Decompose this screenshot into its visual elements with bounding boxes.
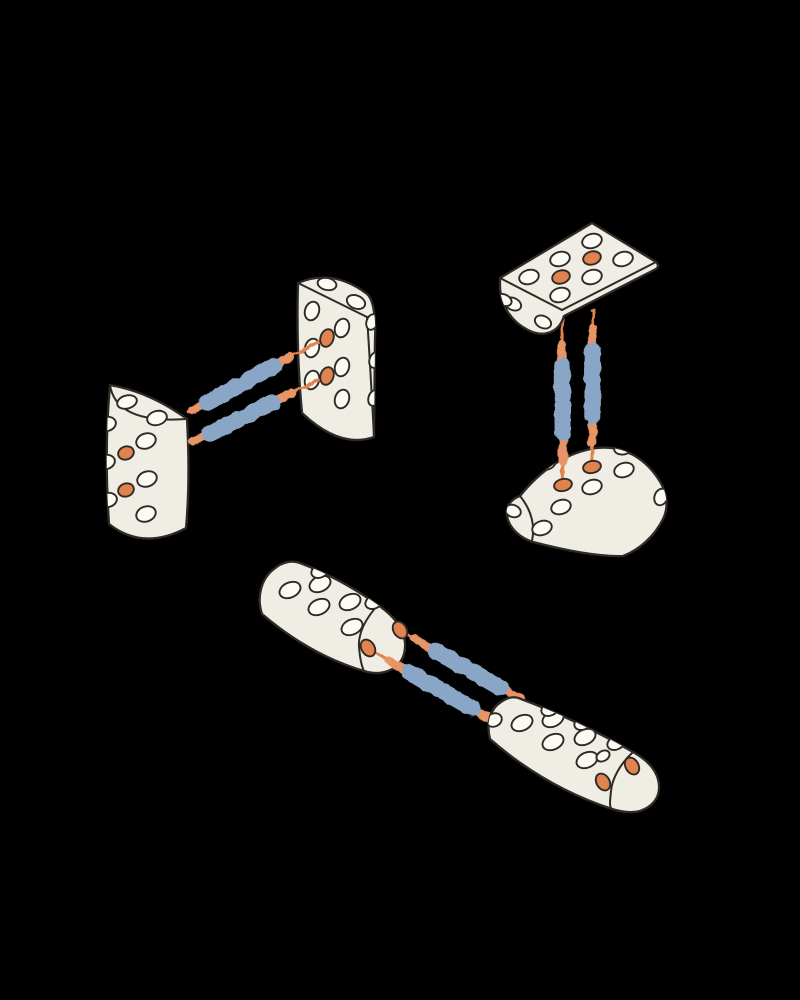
- orange-spot: [551, 269, 571, 285]
- connector-sleeve: [553, 357, 571, 404]
- half-cylinder-left: [105, 383, 190, 540]
- connector-sleeve: [464, 664, 510, 697]
- hole-spot: [333, 388, 351, 410]
- hole-spot: [278, 580, 302, 600]
- hole-spot: [550, 498, 572, 516]
- hole-spot: [613, 461, 635, 479]
- hole-spot: [541, 732, 565, 752]
- connector-port: [319, 328, 335, 348]
- long-half-cylinder-lower: [487, 696, 661, 814]
- hole-spot: [146, 409, 168, 427]
- cap-rim-line: [109, 384, 188, 421]
- group-bottom-pair: [258, 560, 661, 814]
- connector-port: [553, 477, 573, 493]
- connector: [584, 308, 602, 462]
- connector: [553, 316, 571, 480]
- connector-sleeve: [201, 411, 247, 442]
- hole-spot-edge: [367, 389, 376, 407]
- half-cylinder-right: [296, 276, 377, 442]
- group-left-pair: [105, 276, 377, 540]
- connector-sleeve: [436, 684, 481, 717]
- hole-spot-edge: [488, 712, 503, 728]
- hole-spot: [338, 592, 362, 612]
- connector-sleeve: [237, 394, 281, 424]
- hole-spot: [333, 317, 351, 339]
- flat-top-half-cylinder: [498, 221, 660, 335]
- hole-spot: [135, 505, 157, 523]
- orange-spot: [117, 445, 135, 461]
- group-top-right-stack: [498, 221, 668, 558]
- spot-layer: [303, 277, 376, 410]
- block-body: [487, 696, 661, 814]
- hole-spot: [136, 470, 158, 488]
- connector-port: [582, 459, 602, 475]
- hole-spot: [345, 294, 367, 310]
- connector-sleeve: [584, 380, 601, 424]
- hole-spot: [116, 394, 138, 410]
- hole-spot: [581, 478, 603, 496]
- hole-spot: [595, 749, 611, 763]
- face-right-edge: [366, 316, 375, 438]
- orange-port: [594, 772, 612, 792]
- cap-rim-line: [519, 495, 535, 542]
- orange-port: [623, 756, 641, 776]
- orange-spot: [117, 482, 135, 498]
- hole-spot: [531, 519, 553, 537]
- hole-spot: [303, 300, 321, 322]
- hole-spot: [135, 432, 157, 450]
- hole-spot: [333, 356, 351, 378]
- face-bottom-edge: [561, 261, 657, 311]
- face-left-edge: [499, 277, 563, 311]
- orange-spot: [582, 250, 602, 266]
- long-half-cylinder-upper: [258, 560, 407, 675]
- cut-face-edge: [357, 604, 379, 672]
- connector-sleeve: [199, 377, 245, 411]
- connector: [401, 630, 526, 705]
- connector: [188, 339, 321, 415]
- hole-spot: [316, 277, 338, 292]
- dome-half-cylinder: [505, 446, 668, 558]
- connector-port: [319, 366, 335, 386]
- hole-spot: [340, 617, 364, 637]
- hole-spot: [549, 250, 571, 268]
- connector-sleeve: [427, 642, 474, 676]
- cut-face-edge: [609, 751, 634, 810]
- hole-spot: [581, 232, 603, 250]
- connector-port: [391, 620, 409, 640]
- hole-spot: [307, 597, 331, 617]
- hole-spot: [510, 713, 534, 733]
- connector-sleeve: [235, 358, 282, 391]
- connector-stub: [409, 633, 436, 653]
- hole-spot: [533, 314, 553, 330]
- hole-spot-edge: [106, 453, 116, 471]
- hole-spot: [506, 503, 522, 519]
- connector-sleeve: [401, 663, 446, 697]
- connector-sleeve: [554, 397, 571, 442]
- face-top-edge: [297, 282, 368, 318]
- spot-layer: [106, 394, 168, 523]
- connector: [369, 648, 500, 727]
- hole-spot: [581, 268, 603, 286]
- connector-sleeve: [584, 341, 602, 387]
- hole-spot-edge: [106, 491, 118, 509]
- connector-port: [359, 638, 377, 658]
- hole-spot: [549, 286, 571, 304]
- hole-spot: [518, 268, 540, 286]
- hole-spot: [612, 250, 634, 268]
- connector: [189, 377, 322, 446]
